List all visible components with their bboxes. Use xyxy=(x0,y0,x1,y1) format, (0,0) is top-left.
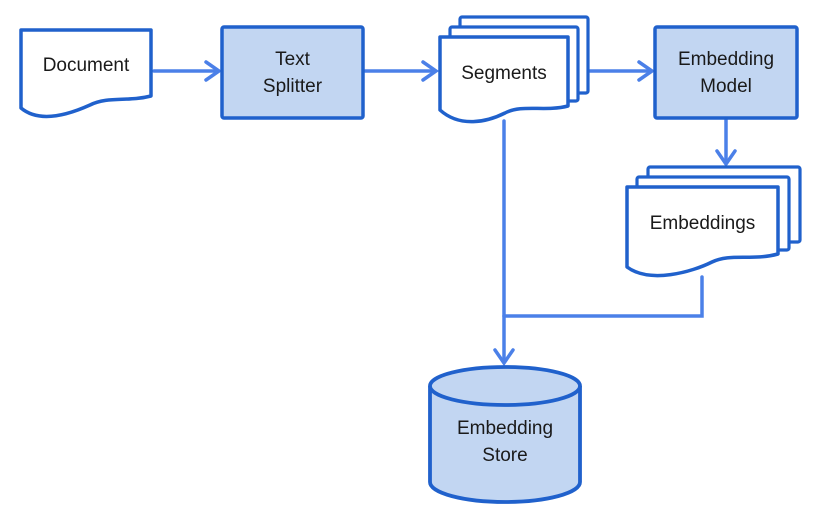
text-splitter-box xyxy=(220,25,365,120)
edge-document-to-text-splitter xyxy=(152,60,223,82)
arrowhead-icon xyxy=(637,60,656,82)
arrowhead-icon xyxy=(421,60,440,82)
embeddings-stack xyxy=(625,165,802,278)
segments-front-sheet xyxy=(438,35,570,124)
edge-embedding-model-to-embeddings xyxy=(715,118,737,168)
arrowhead-icon xyxy=(493,348,515,367)
embeddings-front-sheet xyxy=(625,185,780,278)
cylinder-top xyxy=(428,365,582,407)
arrowhead-icon xyxy=(715,149,737,168)
embedding-model-box xyxy=(653,25,799,120)
arrowhead-icon xyxy=(204,60,223,82)
edge-segments-to-embedding-store xyxy=(493,119,515,367)
segments-stack xyxy=(438,15,590,124)
edge-embeddings-to-embedding-store xyxy=(502,275,704,318)
edge-segments-to-embedding-model xyxy=(588,60,656,82)
edge-line xyxy=(502,275,704,318)
edge-text-splitter-to-segments xyxy=(363,60,440,82)
document-shape xyxy=(19,28,153,119)
cylinder-body xyxy=(428,386,582,504)
embedding-store-cylinder xyxy=(428,365,582,504)
